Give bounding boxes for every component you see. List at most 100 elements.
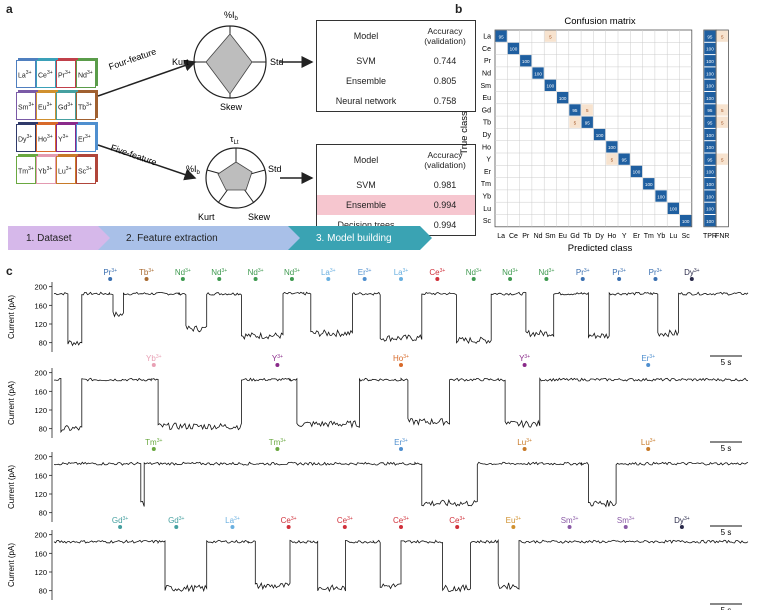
cm-title: Confusion matrix: [564, 16, 636, 27]
cm-cell-diagonal: [507, 42, 520, 55]
ion-card-label: Sc3+: [78, 166, 92, 176]
trace-y-axis-label: Current (pA): [7, 295, 16, 339]
cm-cell-diagonal: [680, 215, 692, 227]
radar2-left-label: %Ib: [186, 164, 201, 176]
cm-cell-diagonal: [520, 55, 532, 67]
event-marker: [118, 525, 123, 529]
event-marker: [646, 363, 651, 367]
cm-rate-value: 100: [706, 84, 714, 89]
ion-card-label: Er3+: [78, 134, 91, 144]
step-model-building: 3. Model building: [316, 232, 392, 244]
event-label: Gd3+: [168, 516, 184, 525]
ion-card: Sm3+: [16, 92, 36, 120]
cm-rate-cell: [704, 116, 716, 128]
event-marker: [689, 277, 694, 281]
event-label: Eu3+: [506, 516, 522, 525]
cm-row-label: Dy: [482, 132, 491, 139]
current-trace: [53, 291, 749, 347]
event-label: Yb3+: [146, 354, 162, 363]
cm-cell-value: 5: [611, 157, 614, 162]
ion-card: Y3+: [56, 124, 76, 152]
cm-cell-diagonal: [655, 190, 667, 202]
step-dataset: 1. Dataset: [26, 232, 72, 244]
radar-four-feature: %Ib Kurt Std Skew: [172, 10, 284, 112]
cm-cell-value: 100: [670, 207, 678, 212]
cm-col-label: Dy: [595, 233, 604, 240]
trace-y-tick-label: 120: [34, 406, 47, 415]
radar1-bottom-label: Skew: [220, 102, 243, 112]
cm-rate-value: 95: [707, 34, 713, 39]
event-marker: [289, 277, 294, 281]
arrow-four-feature-label: Four-feature: [107, 46, 157, 72]
cm-rate-cell: [704, 141, 716, 153]
event-marker: [253, 277, 258, 281]
header-accuracy: Accuracy(validation): [424, 26, 466, 46]
cm-col-label: La: [497, 233, 505, 240]
event-label: Nd3+: [502, 268, 518, 277]
cm-cell-value: 95: [499, 34, 505, 39]
event-label: Ce3+: [449, 516, 465, 525]
cm-cell-value: 95: [585, 120, 591, 125]
current-trace: [53, 539, 749, 593]
event-marker: [174, 525, 179, 529]
event-marker: [522, 447, 527, 451]
cm-col-label: Nd: [534, 233, 543, 240]
event-marker: [326, 277, 331, 281]
scale-bar-label: 5 s: [721, 528, 732, 537]
trace-y-tick-label: 200: [34, 283, 47, 292]
radar2-bottom-left-label: Kurt: [198, 212, 215, 222]
ion-card: Dy3+: [16, 124, 36, 152]
trace-y-tick-label: 200: [34, 369, 47, 378]
cm-rate-value: 100: [706, 145, 714, 150]
trace-y-tick-label: 80: [39, 509, 47, 518]
radar1-right-label: Std: [270, 57, 284, 67]
cm-cell-value: 100: [510, 47, 518, 52]
cm-cell-offdiag: [569, 116, 581, 128]
cm-col-label: Ce: [509, 233, 518, 240]
cm-col-label: Sc: [682, 233, 691, 240]
ion-card-label: Eu3+: [38, 102, 53, 112]
event-label: Tm3+: [269, 438, 286, 447]
event-label: Sm3+: [561, 516, 579, 525]
cm-row-label: Eu: [482, 95, 491, 102]
event-label: Lu3+: [517, 438, 532, 447]
trace-y-tick-label: 120: [34, 568, 47, 577]
event-marker: [522, 363, 527, 367]
radar1-top-label: %Ib: [224, 10, 239, 22]
ion-card-label: Dy3+: [18, 134, 33, 144]
ion-card: Yb3+: [36, 156, 56, 184]
cm-rate-value: 100: [706, 170, 714, 175]
cm-cell-diagonal: [606, 141, 618, 153]
event-label: Nd3+: [248, 268, 264, 277]
cm-col-label: Tb: [583, 233, 591, 240]
cm-rate-cell: [704, 30, 716, 42]
cm-cell-diagonal: [544, 79, 556, 91]
panel-letter-c: c: [6, 264, 13, 278]
cm-row-label: Lu: [483, 206, 491, 213]
ion-card: Er3+: [76, 124, 96, 152]
cm-col-label: Yb: [657, 233, 666, 240]
cm-rate-value: 100: [706, 96, 714, 101]
ion-card: Eu3+: [36, 92, 56, 120]
arrow-five-feature: [97, 144, 197, 181]
cm-cell-value: 100: [633, 170, 641, 175]
cm-rate-value: 100: [706, 47, 714, 52]
scale-bar-label: 5 s: [721, 358, 732, 367]
event-label: Nd3+: [538, 268, 554, 277]
event-marker: [342, 525, 347, 529]
cm-cell-value: 100: [682, 219, 690, 224]
cm-row-label: Tb: [483, 120, 491, 127]
ion-card-label: Y3+: [58, 134, 69, 144]
cm-col-label: Ho: [607, 233, 616, 240]
cm-cell-value: 100: [547, 84, 555, 89]
event-marker: [511, 525, 516, 529]
cm-row-label: Ce: [482, 46, 491, 53]
event-marker: [286, 525, 291, 529]
event-label: Gd3+: [112, 516, 128, 525]
ion-card-label: Yb3+: [38, 166, 53, 176]
trace-y-tick-label: 160: [34, 471, 47, 480]
event-label: Nd3+: [466, 268, 482, 277]
